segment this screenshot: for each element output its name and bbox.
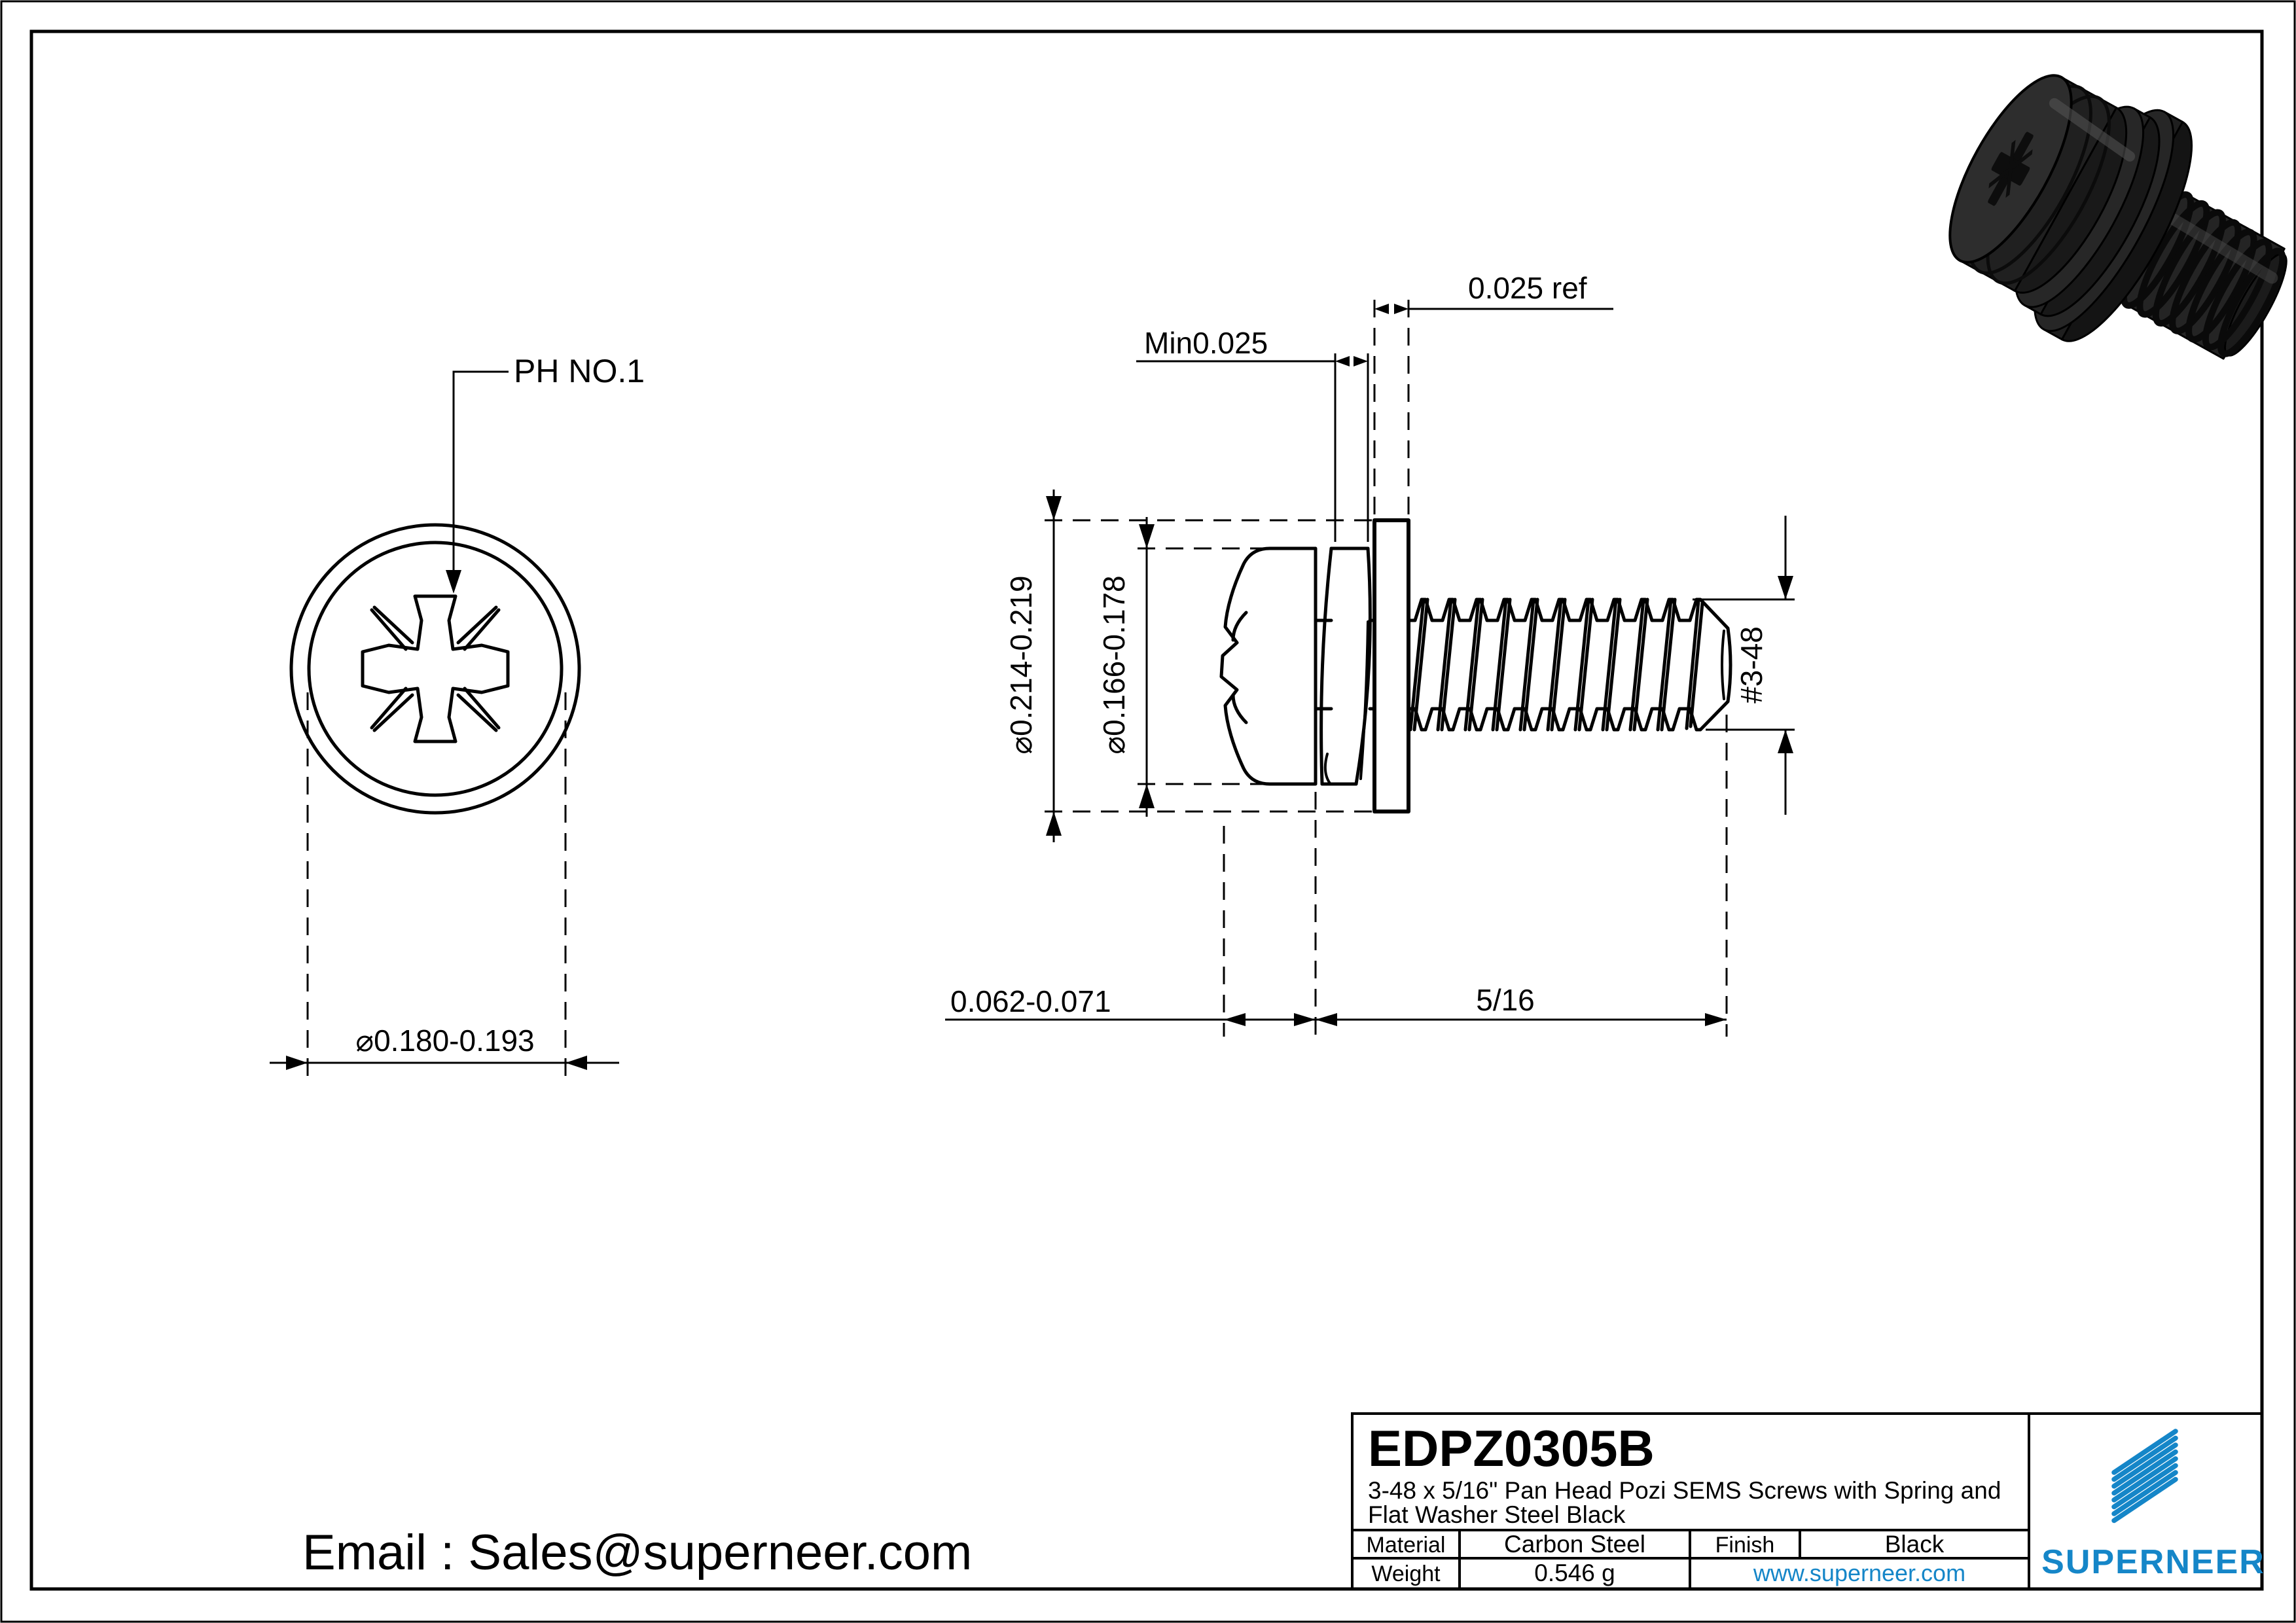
dim-flat-washer-od-text: ⌀0.214-0.219 [1004, 575, 1038, 754]
screw-3d-render [1948, 74, 2287, 360]
dimension-thread-length: 5/16 [1316, 715, 1728, 1037]
pan-head-profile [1219, 546, 1318, 786]
weight-label: Weight [1371, 1561, 1441, 1586]
part-number: EDPZ0305B [1368, 1419, 1655, 1477]
material-label: Material [1367, 1533, 1446, 1558]
dimension-flat-washer-od: ⌀0.214-0.219 [1004, 490, 1374, 842]
dimension-front-od: ⌀0.180-0.193 [270, 692, 619, 1080]
dimension-flat-washer-thk: 0.025 ref [1373, 271, 1613, 520]
pozi-recess-3d [1988, 132, 2034, 206]
weight-value: 0.546 g [1534, 1560, 1615, 1586]
dimension-head-od: ⌀0.166-0.178 [1097, 517, 1316, 817]
dim-flat-washer-thk-text: 0.025 ref [1468, 271, 1587, 305]
drive-label: PH NO.1 [514, 353, 645, 389]
pozi-recess-side-detail [1231, 611, 1248, 724]
spring-washer-side [1319, 546, 1372, 786]
spring-washer-outline-circle [307, 541, 564, 797]
dimension-head-height: 0.062-0.071 [945, 792, 1317, 1037]
part-description-line1: 3-48 x 5/16" Pan Head Pozi SEMS Screws w… [1368, 1477, 2001, 1504]
pozi-recess-cross [361, 594, 510, 743]
dim-front-od-text: ⌀0.180-0.193 [355, 1024, 534, 1058]
superneer-logo-text: SUPERNEER [2041, 1543, 2265, 1581]
material-value: Carbon Steel [1504, 1531, 1645, 1558]
dimension-spring-washer: Min0.025 [1136, 326, 1369, 542]
dim-head-od-text: ⌀0.166-0.178 [1097, 575, 1131, 754]
pozi-recess-ticks [370, 605, 501, 732]
finish-label: Finish [1715, 1533, 1775, 1558]
flat-washer-outline-circle [289, 523, 581, 815]
side-view: ⌀0.214-0.219 ⌀0.166-0.178 Min0.025 0.025… [945, 271, 1795, 1037]
superneer-logo-icon [2111, 1429, 2178, 1524]
title-block: EDPZ0305B 3-48 x 5/16" Pan Head Pozi SEM… [1351, 1412, 2265, 1590]
contact-email: Email : Sales@superneer.com [302, 1525, 972, 1580]
dim-thread-length-text: 5/16 [1476, 983, 1535, 1017]
website-link[interactable]: www.superneer.com [1753, 1560, 1965, 1586]
dim-spring-washer-text: Min0.025 [1144, 326, 1268, 360]
thread-flank-lines [1408, 597, 1725, 732]
dimension-thread-size: #3-48 [1693, 516, 1795, 815]
thread-profile [1407, 597, 1732, 732]
part-description-line2: Flat Washer Steel Black [1368, 1501, 1626, 1528]
finish-value: Black [1885, 1531, 1945, 1558]
flat-washer-side [1372, 518, 1410, 813]
front-view: PH NO.1 ⌀0.180-0.193 [270, 353, 645, 1080]
dim-thread-size-text: #3-48 [1734, 626, 1768, 704]
drive-leader: PH NO.1 [446, 353, 645, 594]
dim-head-height-text: 0.062-0.071 [950, 984, 1111, 1018]
